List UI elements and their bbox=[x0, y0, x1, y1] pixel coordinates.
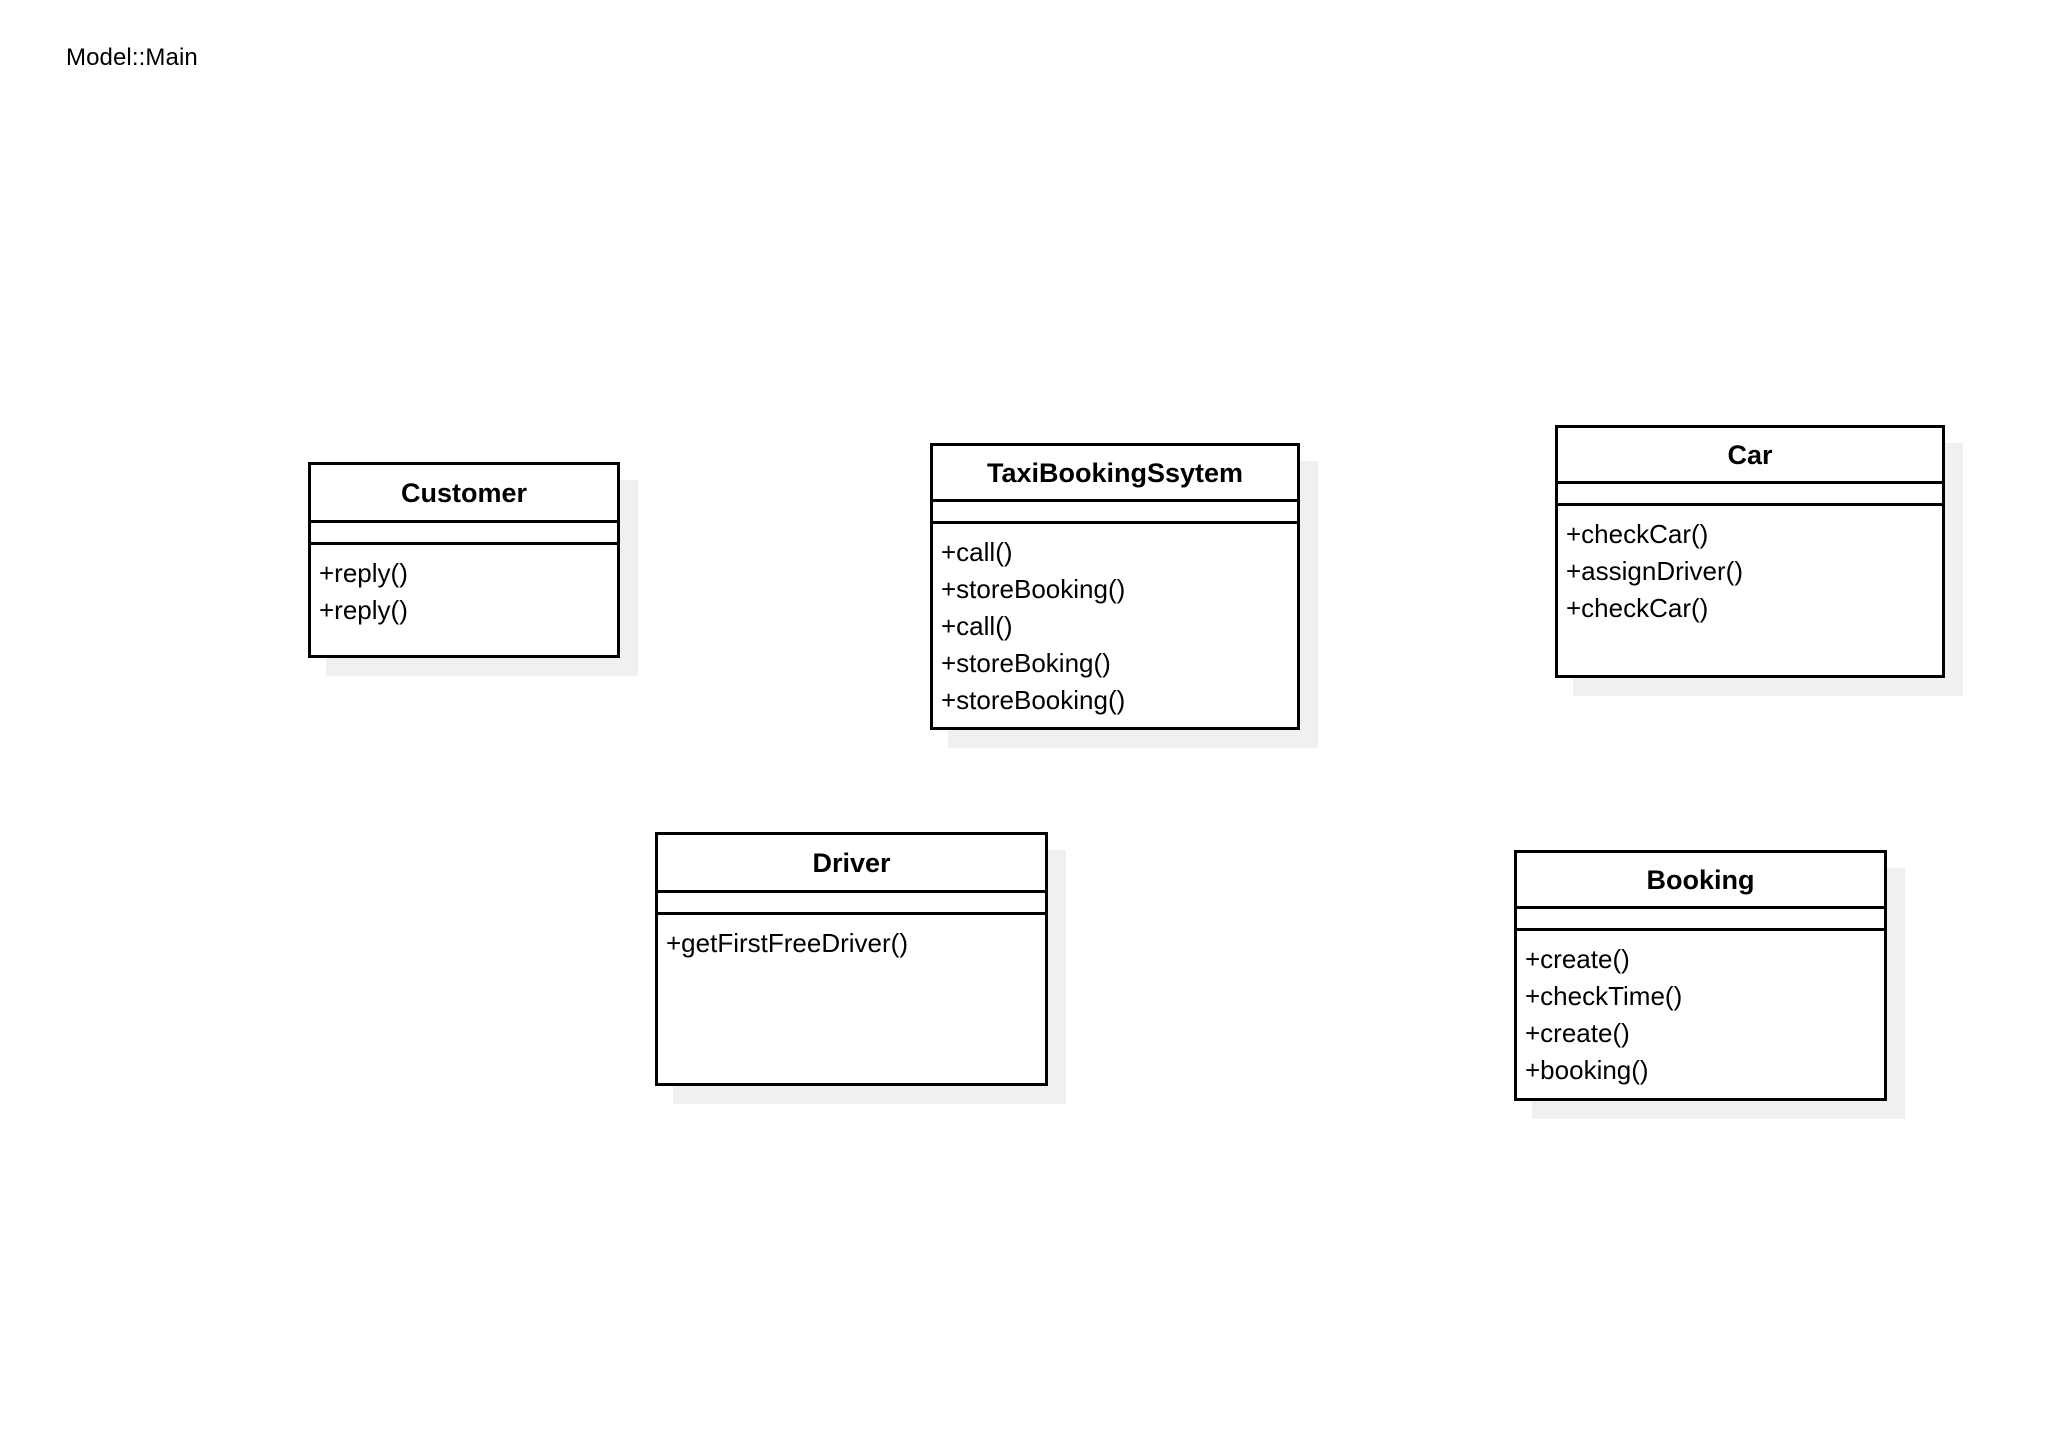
diagram-title: Model::Main bbox=[66, 44, 198, 71]
uml-operation: +checkCar() bbox=[1566, 519, 1709, 549]
uml-class-booking[interactable]: Booking +create() +checkTime() +create()… bbox=[1514, 850, 1887, 1101]
uml-operations-compartment: +getFirstFreeDriver() bbox=[658, 915, 1045, 1083]
uml-operations-compartment: +checkCar() +assignDriver() +checkCar() bbox=[1558, 506, 1942, 675]
uml-attributes-compartment bbox=[658, 893, 1045, 915]
uml-class-driver[interactable]: Driver +getFirstFreeDriver() bbox=[655, 832, 1048, 1086]
uml-class-name: Driver bbox=[658, 835, 1045, 893]
uml-operation: +create() bbox=[1525, 1018, 1630, 1048]
uml-operation: +call() bbox=[941, 611, 1013, 641]
uml-operation: +assignDriver() bbox=[1566, 556, 1743, 586]
uml-operation: +getFirstFreeDriver() bbox=[666, 928, 908, 958]
uml-operation: +reply() bbox=[319, 558, 408, 588]
uml-operation: +checkTime() bbox=[1525, 981, 1683, 1011]
uml-attributes-compartment bbox=[311, 523, 617, 545]
uml-operation: +storeBooking() bbox=[941, 574, 1126, 604]
uml-operation: +reply() bbox=[319, 595, 408, 625]
uml-class-customer[interactable]: Customer +reply() +reply() bbox=[308, 462, 620, 658]
uml-class-name: Car bbox=[1558, 428, 1942, 484]
uml-class-name: TaxiBookingSsytem bbox=[933, 446, 1297, 502]
uml-attributes-compartment bbox=[1517, 909, 1884, 931]
uml-class-name: Booking bbox=[1517, 853, 1884, 909]
uml-operation: +booking() bbox=[1525, 1055, 1649, 1085]
uml-class-name: Customer bbox=[311, 465, 617, 523]
uml-operation: +storeBooking() bbox=[941, 685, 1126, 715]
uml-operations-compartment: +create() +checkTime() +create() +bookin… bbox=[1517, 931, 1884, 1098]
uml-attributes-compartment bbox=[933, 502, 1297, 524]
uml-operations-compartment: +reply() +reply() bbox=[311, 545, 617, 655]
uml-operation: +checkCar() bbox=[1566, 593, 1709, 623]
uml-operation: +create() bbox=[1525, 944, 1630, 974]
uml-operation: +storeBoking() bbox=[941, 648, 1111, 678]
uml-class-car[interactable]: Car +checkCar() +assignDriver() +checkCa… bbox=[1555, 425, 1945, 678]
uml-class-taxibookingssytem[interactable]: TaxiBookingSsytem +call() +storeBooking(… bbox=[930, 443, 1300, 730]
uml-attributes-compartment bbox=[1558, 484, 1942, 506]
uml-operations-compartment: +call() +storeBooking() +call() +storeBo… bbox=[933, 524, 1297, 727]
uml-operation: +call() bbox=[941, 537, 1013, 567]
